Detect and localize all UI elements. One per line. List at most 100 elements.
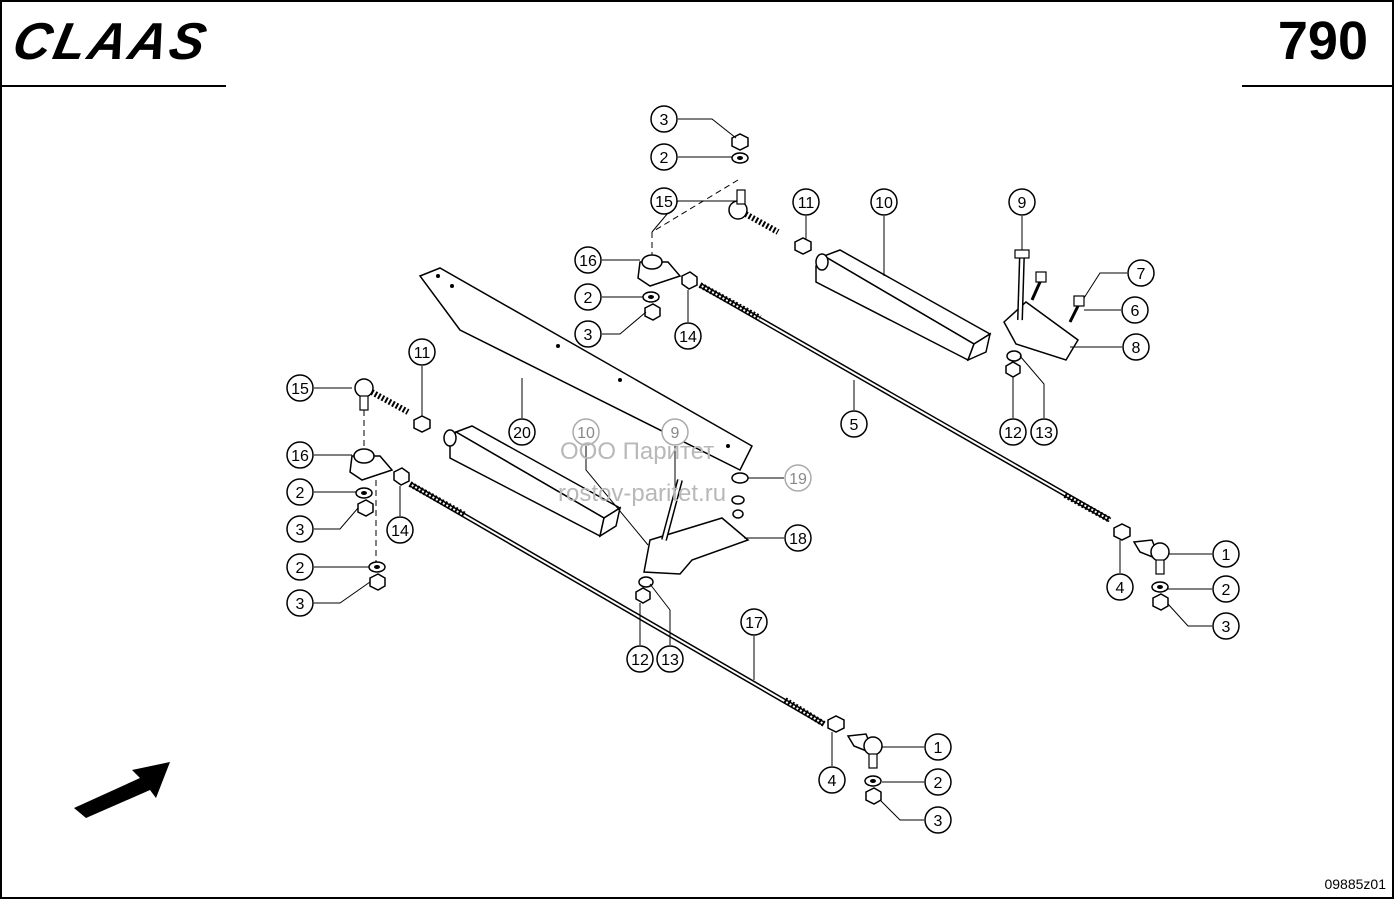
- callout-6: 6: [1121, 296, 1149, 324]
- svg-text:3: 3: [296, 522, 305, 539]
- callout-3-right-upper: 3: [1212, 612, 1240, 640]
- watermark-site: rostov-paritet.ru: [558, 480, 727, 507]
- svg-text:13: 13: [1035, 425, 1053, 442]
- callout-3-upper: 3: [574, 320, 602, 348]
- svg-text:17: 17: [745, 615, 763, 632]
- svg-text:3: 3: [934, 813, 943, 830]
- washer-2-right-upper: [1151, 581, 1169, 593]
- callout-bubbles: 3 2 15 16 2 3 14 11 10 9 7 6 8 12 13 5 2…: [286, 105, 1240, 834]
- rod-5: [698, 282, 1112, 523]
- bolt-7: [1030, 271, 1047, 301]
- direction-arrow-icon: [74, 762, 170, 818]
- bracket-16-upper: [637, 254, 682, 287]
- ball-joint-1-lower: [846, 733, 883, 769]
- callout-10-upper: 10: [870, 188, 898, 216]
- callout-2-right-upper: 2: [1212, 575, 1240, 603]
- callout-2-top: 2: [650, 143, 678, 171]
- gas-cylinder-10-lower: [443, 425, 622, 538]
- svg-text:16: 16: [291, 448, 309, 465]
- svg-text:9: 9: [1018, 195, 1027, 212]
- svg-text:18: 18: [789, 531, 807, 548]
- callout-10-lower: 10: [572, 418, 600, 446]
- callout-3-top: 3: [650, 105, 678, 133]
- callout-7: 7: [1127, 259, 1155, 287]
- callout-3-lower-a: 3: [286, 515, 314, 543]
- washer-13-upper: [1006, 350, 1022, 362]
- nut-3-lower-a: [357, 499, 374, 517]
- callout-8: 8: [1122, 333, 1150, 361]
- svg-text:4: 4: [828, 773, 837, 790]
- callout-19: 19: [784, 464, 812, 492]
- bolt-6: [1068, 295, 1085, 323]
- callout-11-upper: 11: [792, 188, 820, 216]
- svg-text:3: 3: [296, 596, 305, 613]
- svg-text:11: 11: [414, 345, 431, 362]
- nut-11-lower: [413, 415, 431, 433]
- callout-3-right-lower: 3: [924, 806, 952, 834]
- drawing-code: 09885z01: [1324, 876, 1386, 892]
- nut-11-upper: [794, 237, 812, 255]
- plate-20: [418, 267, 753, 472]
- nut-3-lower-b: [369, 573, 386, 591]
- callout-16-lower: 16: [286, 441, 314, 469]
- svg-text:14: 14: [679, 329, 697, 346]
- svg-text:2: 2: [296, 560, 305, 577]
- callout-14-lower: 14: [386, 516, 414, 544]
- svg-text:20: 20: [513, 425, 531, 442]
- svg-text:3: 3: [1222, 619, 1231, 636]
- washer-13-lower: [638, 576, 654, 588]
- callout-3-lower-b: 3: [286, 589, 314, 617]
- nut-14-lower: [393, 467, 410, 486]
- watermark-company: ООО Паритет: [560, 438, 715, 465]
- svg-text:2: 2: [934, 775, 943, 792]
- ball-joint-15-upper: [728, 189, 780, 235]
- bolt-9-lower: [661, 479, 683, 541]
- callout-16-upper: 16: [574, 246, 602, 274]
- nut-12-upper: [1005, 361, 1021, 378]
- svg-text:1: 1: [934, 740, 943, 757]
- nut-4-upper: [1113, 523, 1131, 541]
- callout-1-upper: 1: [1212, 540, 1240, 568]
- svg-text:12: 12: [631, 652, 649, 669]
- svg-text:14: 14: [391, 523, 409, 540]
- svg-text:1: 1: [1222, 547, 1231, 564]
- callout-5: 5: [840, 410, 868, 438]
- svg-text:19: 19: [789, 471, 807, 488]
- washer-2-right-lower: [864, 775, 882, 787]
- callout-15-upper: 15: [650, 187, 678, 215]
- callout-12-upper: 12: [999, 418, 1027, 446]
- callout-9-lower: 9: [661, 418, 689, 446]
- callout-14-upper: 14: [674, 322, 702, 350]
- callout-1-lower: 1: [924, 733, 952, 761]
- callout-18: 18: [784, 524, 812, 552]
- gas-cylinder-10-upper: [815, 249, 992, 362]
- nut-3-right-lower: [865, 787, 882, 805]
- bracket-18: [643, 517, 750, 575]
- svg-text:5: 5: [850, 417, 859, 434]
- svg-text:4: 4: [1116, 580, 1125, 597]
- svg-text:16: 16: [579, 253, 597, 270]
- leader-lines: [314, 118, 1212, 821]
- callout-4-lower: 4: [818, 766, 846, 794]
- callout-20: 20: [508, 418, 536, 446]
- nut-4-lower: [827, 715, 845, 733]
- rod-17: [408, 481, 826, 727]
- svg-text:7: 7: [1137, 266, 1146, 283]
- callout-11-lower: 11: [408, 338, 436, 366]
- bracket-16-lower: [349, 448, 394, 481]
- nut-3-right-upper: [1152, 593, 1169, 611]
- washer-2-lower-a: [355, 487, 373, 499]
- svg-text:13: 13: [661, 652, 679, 669]
- svg-text:10: 10: [577, 425, 595, 442]
- callout-9-upper: 9: [1008, 188, 1036, 216]
- svg-text:15: 15: [291, 381, 309, 398]
- callout-12-lower: 12: [626, 645, 654, 673]
- svg-text:10: 10: [875, 195, 893, 212]
- ball-joint-1-upper: [1132, 539, 1170, 575]
- svg-text:2: 2: [584, 290, 593, 307]
- callout-13-lower: 13: [656, 645, 684, 673]
- callout-17: 17: [740, 608, 768, 636]
- callout-15-lower: 15: [286, 374, 314, 402]
